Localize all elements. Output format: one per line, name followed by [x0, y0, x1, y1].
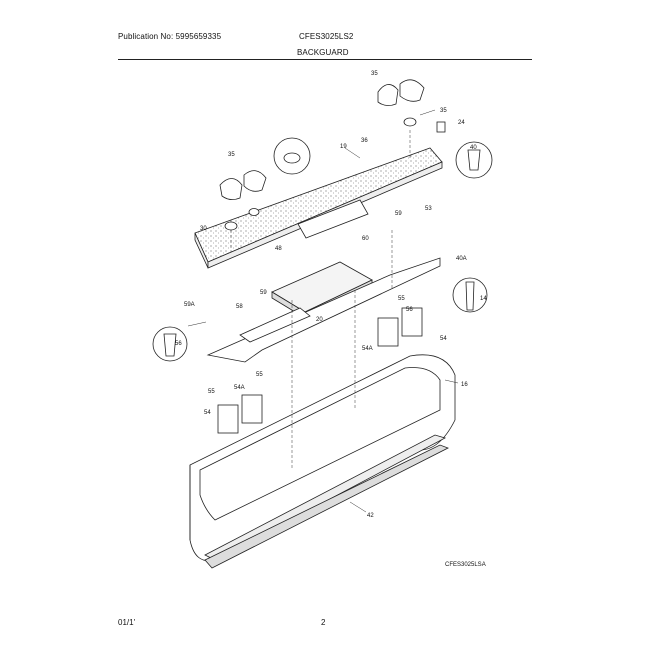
- callout: 59: [260, 290, 267, 296]
- callout: 35: [371, 71, 378, 77]
- leader-lines: [187, 109, 459, 513]
- callout: 54A: [234, 385, 245, 391]
- callout: 48: [275, 246, 282, 252]
- callout: 55: [256, 372, 263, 378]
- callout: 40A: [456, 256, 467, 262]
- callout: 40: [470, 145, 477, 151]
- detail-circle-58: [152, 326, 188, 362]
- diagram-code: CFES3025LSA: [445, 562, 486, 568]
- callout: 24: [458, 120, 465, 126]
- callout: 54: [204, 410, 211, 416]
- footer-page-number: 2: [321, 618, 326, 627]
- rear-mounting-panel: [206, 257, 441, 363]
- callout: 53: [425, 206, 432, 212]
- section-title: BACKGUARD: [297, 48, 349, 57]
- knob-group-top: [377, 79, 446, 133]
- callout: 56: [175, 341, 182, 347]
- detail-circle-36: [273, 137, 311, 175]
- backguard-frame: [189, 354, 456, 562]
- model-number: CFES3025LS2: [299, 32, 354, 41]
- callout: 35: [440, 108, 447, 114]
- guide-lines: [230, 130, 411, 470]
- trim-strip: [204, 434, 449, 569]
- callout: 56: [406, 307, 413, 313]
- knob-group-left: [219, 170, 267, 231]
- header-rule: [118, 59, 532, 60]
- callout: 30: [200, 226, 207, 232]
- footer-date: 01/1': [118, 618, 136, 627]
- callout: 55: [208, 389, 215, 395]
- callout: 58: [236, 304, 243, 310]
- callout: 16: [461, 382, 468, 388]
- callout: 35: [228, 152, 235, 158]
- publication-number: Publication No: 5995659335: [118, 32, 222, 41]
- detail-circle-14: [452, 277, 488, 313]
- callout: 59: [395, 211, 402, 217]
- detail-circle-40: [455, 141, 493, 179]
- callout: 59A: [184, 302, 195, 308]
- callout: 60: [362, 236, 369, 242]
- callout: 54A: [362, 346, 373, 352]
- callout: 42: [367, 513, 374, 519]
- switch-block-right: [377, 307, 423, 347]
- callout: 55: [398, 296, 405, 302]
- callout: 19: [340, 144, 347, 150]
- callout-labels: 35 35 24 36 35 40 19 53 30 48 60 59 40A …: [175, 71, 487, 519]
- callout: 36: [361, 138, 368, 144]
- console-panel: [194, 147, 443, 269]
- switch-block-left: [217, 394, 263, 434]
- callout: 20: [316, 317, 323, 323]
- callout: 54: [440, 336, 447, 342]
- callout: 14: [480, 296, 487, 302]
